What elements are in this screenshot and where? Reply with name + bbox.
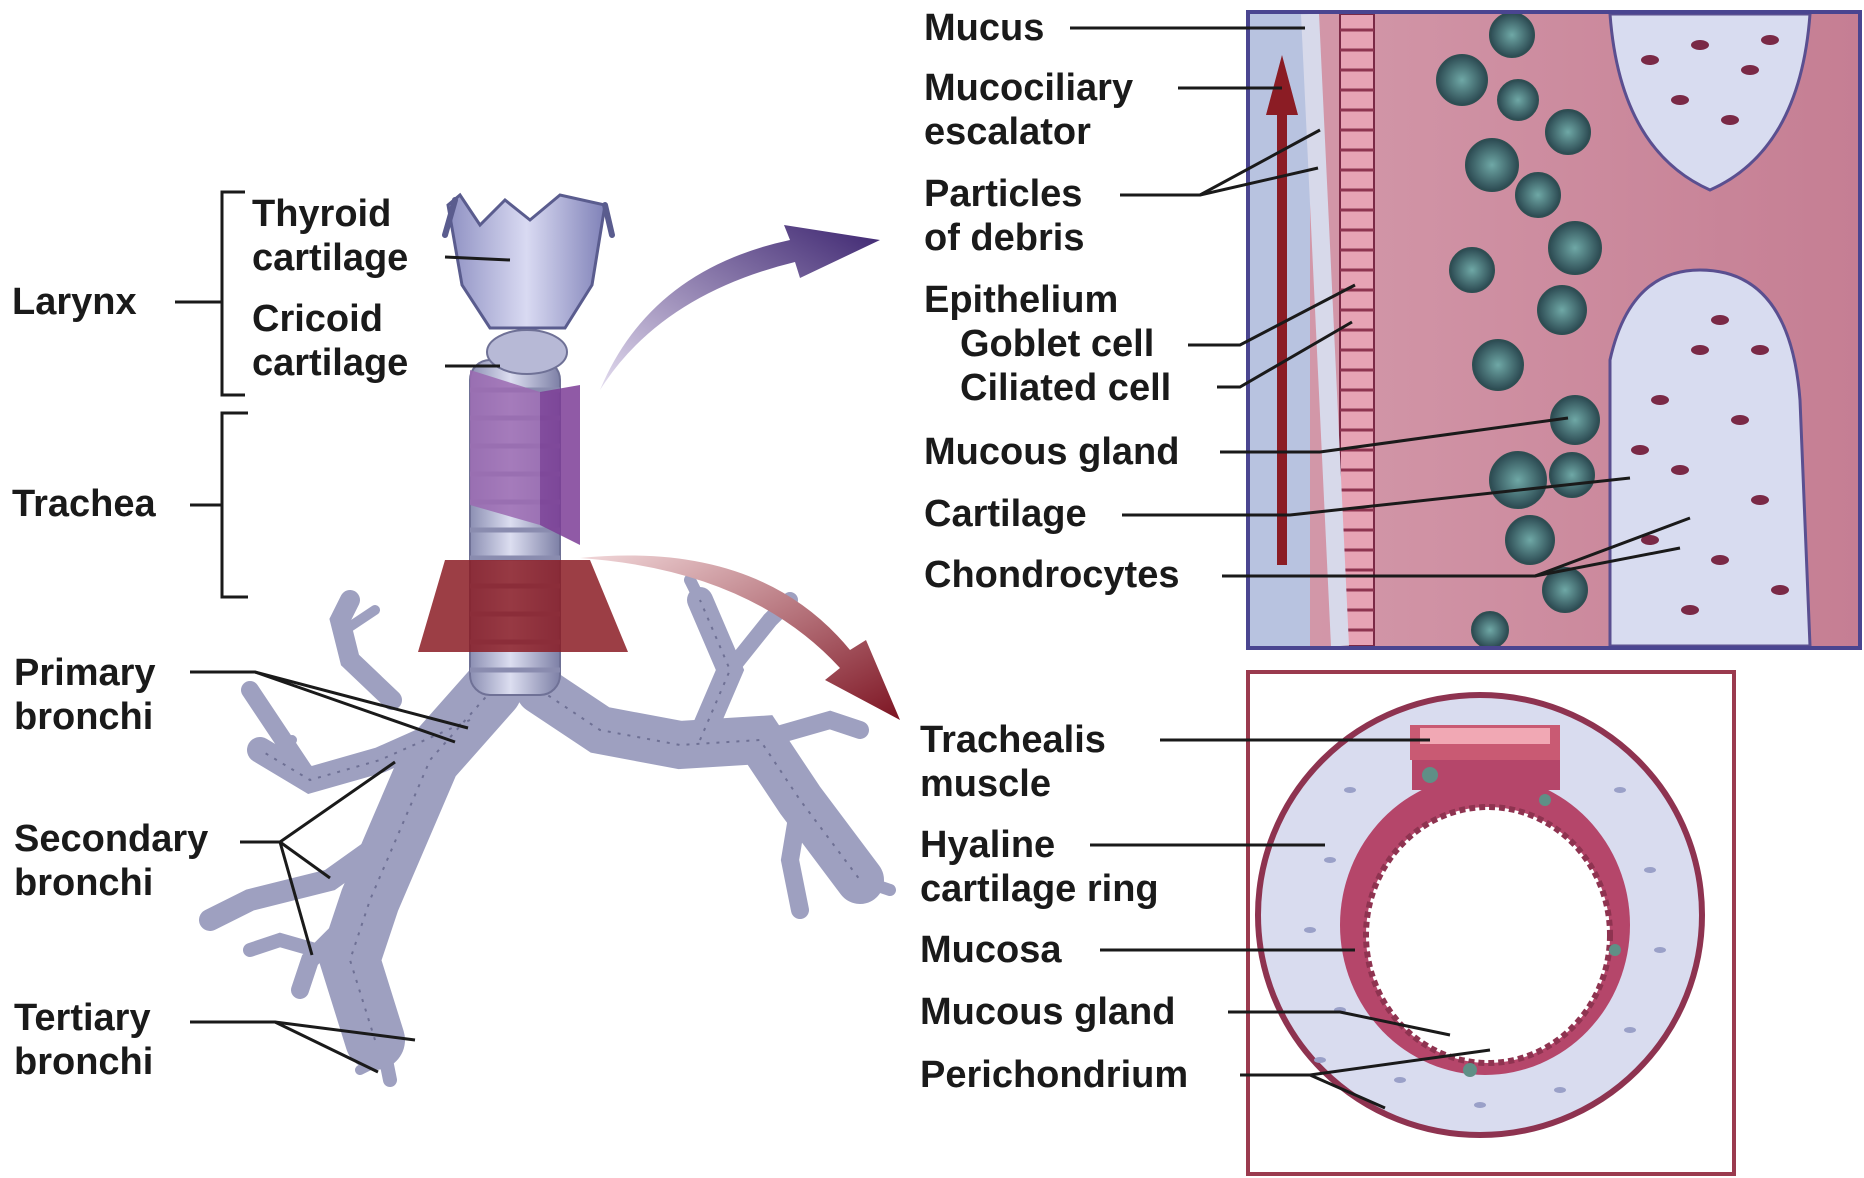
label-ciliated-cell: Ciliated cell	[960, 366, 1171, 410]
label-debris-line2: of debris	[924, 216, 1084, 260]
label-thyroid-line1: Thyroid	[252, 192, 391, 236]
label-perichondrium: Perichondrium	[920, 1053, 1188, 1097]
label-mucus: Mucus	[924, 6, 1044, 50]
larynx-shape	[445, 195, 612, 374]
label-debris-line1: Particles	[924, 172, 1082, 216]
label-hyaline-line2: cartilage ring	[920, 867, 1159, 911]
label-cricoid-line2: cartilage	[252, 341, 408, 385]
label-primary-line1: Primary	[14, 651, 156, 695]
label-secondary-line1: Secondary	[14, 817, 208, 861]
label-trachealis-line1: Trachealis	[920, 718, 1106, 762]
label-epithelium: Epithelium	[924, 278, 1118, 322]
label-primary-line2: bronchi	[14, 695, 153, 739]
label-escalator-line1: Mucociliary	[924, 66, 1133, 110]
label-mucous-gland-top: Mucous gland	[924, 430, 1179, 474]
label-thyroid-line2: cartilage	[252, 236, 408, 280]
label-cartilage: Cartilage	[924, 492, 1087, 536]
red-section-plane	[418, 560, 628, 652]
label-hyaline-line1: Hyaline	[920, 823, 1055, 867]
label-larynx: Larynx	[12, 280, 137, 324]
cross-section-panel	[1248, 672, 1734, 1174]
label-chondrocytes: Chondrocytes	[924, 553, 1179, 597]
label-cricoid-line1: Cricoid	[252, 297, 383, 341]
label-trachealis-line2: muscle	[920, 762, 1051, 806]
label-secondary-line2: bronchi	[14, 861, 153, 905]
label-mucosa: Mucosa	[920, 928, 1061, 972]
arrow-to-epithelium	[600, 225, 880, 390]
arrow-to-cross-section	[580, 555, 900, 720]
label-trachea: Trachea	[12, 482, 156, 526]
label-tertiary-line1: Tertiary	[14, 996, 151, 1040]
label-tertiary-line2: bronchi	[14, 1040, 153, 1084]
label-escalator-line2: escalator	[924, 110, 1091, 154]
label-mucous-gland-bottom: Mucous gland	[920, 990, 1175, 1034]
label-goblet-cell: Goblet cell	[960, 322, 1154, 366]
